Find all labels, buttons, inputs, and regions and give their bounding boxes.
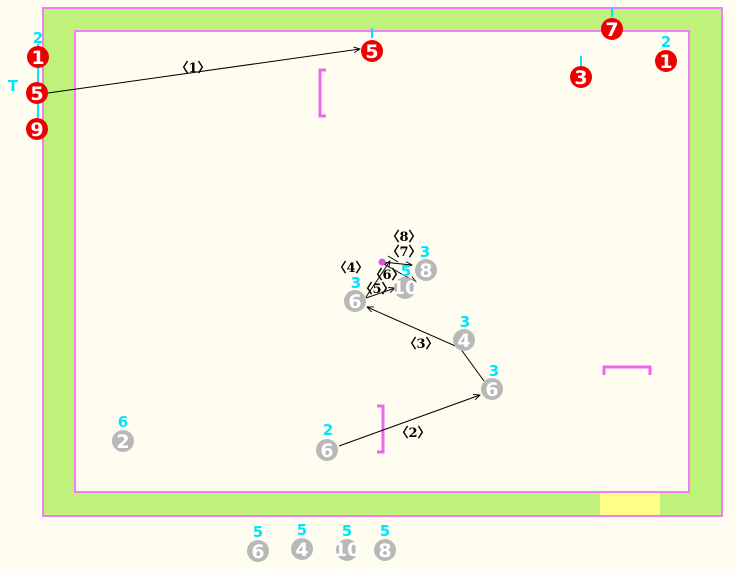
ball-label: 2	[33, 29, 43, 47]
ball-number: 4	[457, 330, 470, 352]
ball-circle	[291, 538, 313, 560]
grey-ball-g-6-mid: 63	[481, 362, 503, 401]
bracket-right	[602, 365, 652, 375]
pocket-marker	[600, 493, 660, 515]
seq-label-8: 〈8〉	[386, 229, 421, 245]
ball-circle	[453, 329, 475, 351]
ball-number: 3	[574, 67, 587, 89]
ball-circle	[344, 290, 366, 312]
red-ball-r-top-5: 5	[361, 40, 383, 63]
ball-label: 3	[460, 313, 470, 331]
ball-label: 5	[342, 522, 352, 540]
grey-ball-g-4: 43	[453, 313, 475, 352]
ball-label: 5	[253, 523, 263, 541]
seq-label-7: 〈7〉	[386, 244, 421, 260]
ball-number: 7	[605, 19, 618, 41]
ball-circle	[361, 40, 383, 62]
ball-number: 8	[419, 260, 432, 282]
ball-label: T	[8, 77, 19, 95]
ball-number: 9	[30, 119, 43, 141]
ball-circle	[415, 259, 437, 281]
ball-number: 4	[295, 539, 308, 561]
ball-number: 5	[365, 41, 378, 63]
red-ball-r-top-7: 7	[601, 18, 623, 41]
red-ball-r-top-3: 3	[570, 66, 592, 89]
red-ball-r-right-1: 12	[655, 33, 677, 73]
ball-circle	[26, 82, 48, 104]
grey-ball-g-10: 105	[392, 262, 418, 299]
ball-circle	[27, 46, 49, 68]
bottom-ball-b-8: 85	[374, 522, 396, 562]
ball-label: 5	[297, 521, 307, 539]
ball-circle	[247, 540, 269, 562]
ball-label: 2	[323, 421, 333, 439]
ball-number: 10	[392, 277, 418, 299]
ball-circle	[336, 539, 358, 561]
path-5	[365, 288, 395, 299]
ball-circle	[316, 439, 338, 461]
seq-label-1: 〈1〉	[175, 60, 210, 76]
ball-circle	[481, 378, 503, 400]
ball-label: 3	[489, 362, 499, 380]
ball-number: 1	[31, 47, 44, 69]
red-ball-r-left-9: 9	[26, 118, 48, 141]
ball-circle	[26, 118, 48, 140]
grey-ball-g-8: 83	[415, 243, 437, 282]
bracket-left-top	[318, 68, 326, 118]
ball-number: 6	[485, 379, 498, 401]
ball-number: 1	[659, 51, 672, 73]
path-7	[381, 262, 412, 265]
path-1	[47, 49, 360, 94]
ball-circle	[112, 430, 134, 452]
ball-number: 8	[378, 540, 391, 562]
bracket-middle	[377, 404, 385, 454]
seq-label-2: 〈2〉	[395, 425, 430, 441]
bottom-ball-b-6: 65	[247, 523, 269, 563]
ball-label: 3	[351, 274, 361, 292]
ball-circle	[601, 18, 623, 40]
ball-circle	[655, 50, 677, 72]
ball-number: 5	[30, 83, 43, 105]
ball-number: 10	[334, 539, 360, 561]
path-4	[365, 261, 390, 298]
ball-label: 2	[661, 33, 671, 51]
seq-label-4: 〈4〉	[333, 260, 368, 276]
contact-point	[378, 258, 386, 266]
bottom-ball-b-4: 45	[291, 521, 313, 561]
red-ball-r-left-1: 12	[27, 29, 49, 69]
ball-label: 5	[380, 522, 390, 540]
ball-label: 6	[118, 413, 128, 431]
grey-ball-g-6-start: 62	[316, 421, 338, 462]
path-2	[338, 395, 480, 447]
ball-number: 6	[320, 440, 333, 462]
bottom-ball-b-10: 105	[334, 522, 360, 561]
path-8	[387, 255, 399, 263]
ball-number: 6	[251, 541, 264, 563]
seq-label-5: 〈5〉	[359, 281, 394, 297]
ball-label: 3	[420, 243, 430, 261]
ball-circle	[570, 66, 592, 88]
ball-number: 6	[348, 291, 361, 313]
ball-number: 2	[116, 431, 129, 453]
seq-label-6: 〈6〉	[369, 267, 404, 283]
ball-circle	[374, 539, 396, 561]
ball-circle	[394, 277, 416, 299]
ball-label: 5	[401, 262, 411, 280]
grey-ball-g-2: 26	[112, 413, 134, 453]
grey-ball-g-6-upper: 63	[344, 274, 366, 313]
seq-label-3: 〈3〉	[403, 336, 438, 352]
red-ball-r-left-5: 5T	[8, 77, 48, 105]
